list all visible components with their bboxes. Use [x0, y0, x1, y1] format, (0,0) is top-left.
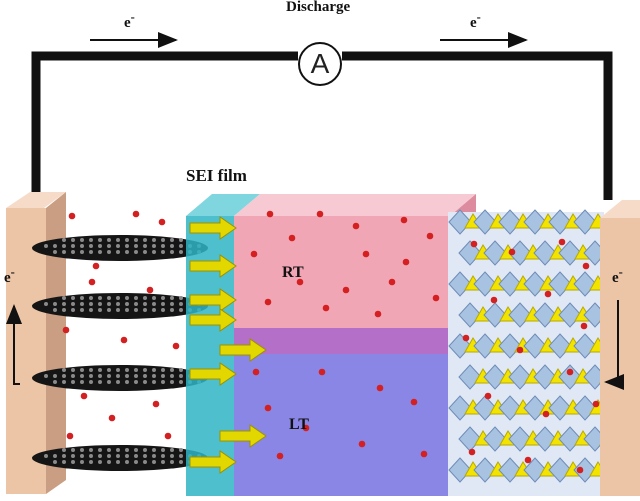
lithium-ion [288, 234, 296, 242]
discharge-title: Discharge [286, 0, 351, 15]
lt-region [234, 354, 450, 496]
sei-film [186, 216, 234, 496]
ion-flow-arrow [189, 308, 237, 332]
circuit-wire [31, 51, 613, 200]
lithium-ion [66, 432, 74, 440]
lithium-ion [592, 400, 600, 408]
lithium-ion [566, 368, 574, 376]
lithium-ion [484, 392, 492, 400]
lithium-ion [158, 218, 166, 226]
lithium-ion [490, 296, 498, 304]
ammeter-symbol: A [310, 48, 330, 79]
graphite-anode-layers [32, 235, 208, 471]
lithium-ion [252, 368, 260, 376]
lithium-ion [146, 286, 154, 294]
ion-flow-arrow [189, 254, 237, 278]
lithium-ion [362, 250, 370, 258]
cathode-lattice [448, 209, 618, 483]
lithium-ion [516, 346, 524, 354]
right-electron-arrow [604, 300, 624, 390]
lithium-ion [62, 326, 70, 334]
lithium-ion [164, 432, 172, 440]
right-collector-top [600, 200, 640, 218]
lithium-ion [426, 232, 434, 240]
lithium-ion [432, 294, 440, 302]
lithium-ion [172, 342, 180, 350]
lithium-ion [276, 452, 284, 460]
right-current-collector [600, 218, 640, 496]
lithium-ion [420, 450, 428, 458]
sei-film-label: SEI film [186, 166, 247, 185]
lithium-ion [470, 240, 478, 248]
ion-flow-arrow [189, 288, 237, 312]
ion-flow-arrow [189, 450, 237, 474]
graphite-sheet [32, 293, 208, 319]
rt-region [234, 216, 450, 328]
lithium-ion [68, 212, 76, 220]
lithium-ion [524, 456, 532, 464]
ion-flow-arrow [219, 338, 267, 362]
electron-label-right: e- [612, 265, 623, 286]
lithium-ion [132, 210, 140, 218]
lithium-ion [250, 250, 258, 258]
lt-region-label: LT [289, 416, 309, 433]
lithium-ion [400, 216, 408, 224]
rt-region-top-face [234, 194, 476, 216]
ion-flow-arrows [189, 216, 267, 474]
lithium-ion [542, 410, 550, 418]
lithium-ion [558, 238, 566, 246]
left-current-collector [6, 208, 46, 494]
left-electron-arrow [5, 304, 22, 385]
ion-flow-arrow [189, 362, 237, 386]
lithium-ion [576, 466, 584, 474]
lithium-ion [108, 414, 116, 422]
lithium-ion [152, 400, 160, 408]
lithium-ion [580, 322, 588, 330]
lithium-ion [80, 392, 88, 400]
lithium-ion [316, 210, 324, 218]
lithium-ion [92, 262, 100, 270]
lithium-ion [462, 334, 470, 342]
lithium-ion [352, 222, 360, 230]
electron-label-left: e- [4, 265, 15, 286]
graphite-sheet [32, 235, 208, 261]
lithium-ion [264, 404, 272, 412]
lithium-ion [318, 368, 326, 376]
interface-band [234, 328, 450, 354]
ion-flow-arrow [189, 216, 237, 240]
graphite-sheet [32, 365, 208, 391]
lithium-ion [88, 278, 96, 286]
lithium-ion [296, 278, 304, 286]
lithium-ion [410, 398, 418, 406]
lithium-ion [342, 286, 350, 294]
left-collector-top [6, 192, 66, 208]
lithium-ion [264, 298, 272, 306]
lithium-ion [582, 262, 590, 270]
lithium-ion [266, 210, 274, 218]
ammeter-icon: A [298, 42, 342, 86]
lithium-ion [120, 336, 128, 344]
lithium-ion [544, 290, 552, 298]
lithium-ion [508, 248, 516, 256]
lithium-ion [358, 440, 366, 448]
lithium-ions [62, 210, 600, 474]
electron-label-top-left: e- [124, 10, 135, 31]
ion-flow-arrow [219, 424, 267, 448]
lithium-ion [302, 424, 310, 432]
graphite-sheet [32, 445, 208, 471]
lithium-ion [374, 310, 382, 318]
rt-region-label: RT [282, 264, 304, 281]
lithium-ion [388, 278, 396, 286]
electron-label-top-right: e- [470, 10, 481, 31]
lithium-ion [322, 304, 330, 312]
lithium-ion [376, 384, 384, 392]
left-collector-side [46, 192, 66, 494]
sei-top-face [186, 194, 260, 216]
lithium-ion [402, 258, 410, 266]
lithium-ion [468, 448, 476, 456]
